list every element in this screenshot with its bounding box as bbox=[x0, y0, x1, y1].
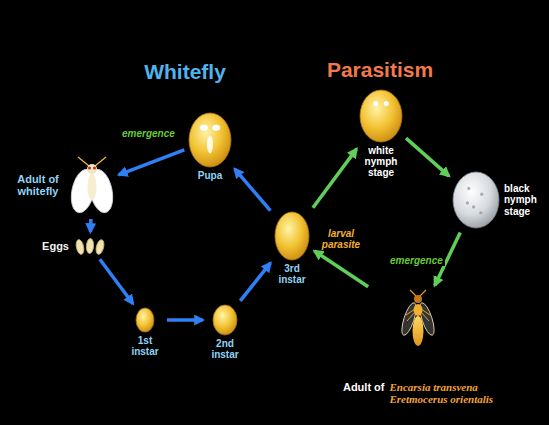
stage-illustration bbox=[188, 112, 232, 168]
text-group: 3rd instar bbox=[273, 263, 311, 285]
black-nymph-body bbox=[453, 172, 499, 228]
cycle-arrow bbox=[314, 251, 368, 287]
cycle-arrow bbox=[235, 169, 271, 211]
larva-body bbox=[360, 90, 402, 142]
edge-label: larval parasite bbox=[318, 228, 364, 250]
nymph-speckle bbox=[472, 205, 475, 208]
stage-label: white nymph stage bbox=[359, 145, 403, 179]
cycle-arrow bbox=[100, 259, 133, 304]
stage-label: Encarsia transvena bbox=[389, 381, 493, 393]
whitefly-antenna bbox=[78, 157, 89, 166]
larva-body bbox=[136, 308, 154, 332]
nymph-spot bbox=[384, 101, 389, 106]
text-group: Pupa bbox=[198, 170, 222, 181]
text-group: 2nd instar bbox=[207, 338, 243, 360]
text-group: black nymph stage bbox=[504, 183, 542, 217]
wasp-leg bbox=[421, 312, 429, 321]
life-stage: Adult of Encarsia transvenaEretmocerus or… bbox=[343, 289, 493, 406]
text-group: Eggs bbox=[42, 240, 69, 252]
wasp-abdomen bbox=[413, 316, 424, 346]
nymph-speckle bbox=[466, 201, 469, 204]
whitefly-body bbox=[88, 174, 97, 200]
stage-illustration bbox=[274, 211, 310, 261]
wasp-antenna bbox=[420, 290, 426, 296]
stage-illustration bbox=[452, 171, 500, 229]
stage-illustration bbox=[135, 307, 155, 333]
egg bbox=[86, 238, 94, 253]
stage-label: Eretmocerus orientalis bbox=[389, 393, 493, 405]
stage-label: Pupa bbox=[198, 170, 222, 181]
larva-body bbox=[275, 212, 309, 260]
cycle-arrow bbox=[240, 263, 270, 301]
egg bbox=[75, 239, 85, 255]
life-stage: Pupa bbox=[188, 112, 232, 181]
whitefly-eye bbox=[93, 167, 96, 170]
whitefly-eye bbox=[88, 167, 91, 170]
section-title: Parasitism bbox=[327, 58, 433, 82]
cycle-arrow bbox=[313, 149, 357, 208]
text-group: white nymph stage bbox=[359, 145, 403, 179]
stage-label: black nymph stage bbox=[504, 183, 542, 217]
cycle-arrow bbox=[406, 138, 449, 176]
life-stage: black nymph stage bbox=[452, 171, 542, 229]
cycle-arrow bbox=[167, 318, 203, 322]
whitefly-antenna bbox=[95, 157, 106, 166]
whitefly-head bbox=[87, 164, 97, 174]
life-stage: white nymph stage bbox=[359, 89, 403, 179]
text-group: 1st instar bbox=[127, 335, 163, 357]
stage-illustration bbox=[69, 155, 115, 215]
edge-label: emergence bbox=[120, 128, 177, 139]
wasp-head bbox=[414, 295, 422, 303]
stage-label: 1st instar bbox=[127, 335, 163, 357]
wasp-leg bbox=[407, 312, 415, 321]
stage-label: 3rd instar bbox=[273, 263, 311, 285]
whitefly-wing bbox=[86, 167, 115, 215]
life-stage: Adult of whitefly bbox=[11, 155, 115, 215]
larva-body bbox=[189, 113, 231, 167]
edge-label: emergence bbox=[388, 255, 445, 266]
stage-label: Eggs bbox=[42, 240, 69, 252]
cycle-arrow bbox=[89, 219, 93, 232]
stage-illustration bbox=[73, 236, 107, 256]
cycle-arrow bbox=[119, 150, 185, 175]
text-group: Adult of whitefly bbox=[11, 173, 65, 198]
life-stage: 1st instar bbox=[127, 307, 163, 357]
egg bbox=[95, 239, 106, 255]
stage-label: Adult of whitefly bbox=[11, 173, 65, 198]
stage-label: 2nd instar bbox=[207, 338, 243, 360]
pupa-eye bbox=[212, 125, 220, 131]
pupa-mark bbox=[207, 135, 213, 153]
larva-body bbox=[213, 305, 237, 335]
nymph-speckle bbox=[480, 193, 483, 196]
life-stage: Eggs bbox=[42, 236, 107, 256]
pupa-eye bbox=[200, 125, 208, 131]
nymph-spot bbox=[373, 101, 378, 106]
stage-label: Adult of bbox=[343, 381, 385, 393]
wasp-antenna bbox=[410, 290, 416, 296]
section-title: Whitefly bbox=[144, 60, 226, 84]
life-stage: 2nd instar bbox=[207, 304, 243, 360]
life-stage: 3rd instar bbox=[273, 211, 311, 285]
nymph-speckle bbox=[479, 211, 482, 214]
stage-illustration bbox=[212, 304, 238, 336]
wasp-thorax bbox=[414, 304, 423, 316]
text-group: Adult of Encarsia transvenaEretmocerus or… bbox=[343, 381, 493, 406]
stage-illustration bbox=[398, 289, 438, 351]
nymph-speckle bbox=[467, 187, 470, 190]
stage-illustration bbox=[359, 89, 403, 143]
